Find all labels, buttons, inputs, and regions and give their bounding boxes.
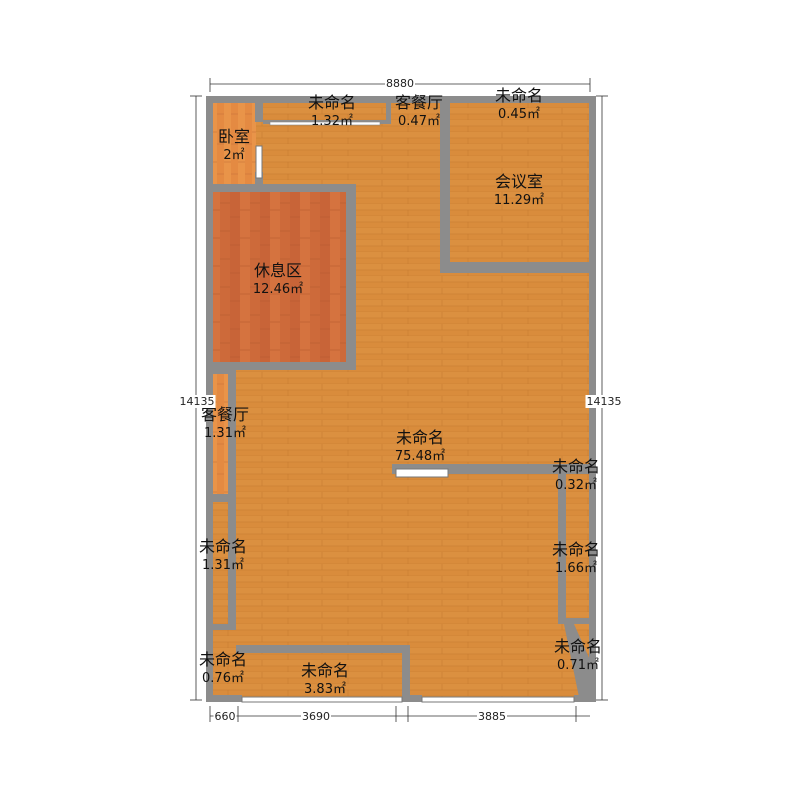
dimension-right-total: 14135 xyxy=(585,395,623,408)
room-area: 0.47㎡ xyxy=(398,114,440,129)
openings xyxy=(241,121,575,703)
room-label-top-dining: 客餐厅 0.47㎡ xyxy=(395,93,443,131)
room-name: 未命名 xyxy=(553,637,603,656)
room-name: 未命名 xyxy=(395,428,444,447)
room-label-right-unnamed-1: 未命名 0.32㎡ xyxy=(552,457,600,495)
room-name: 未命名 xyxy=(307,93,357,112)
room-name: 休息区 xyxy=(253,261,302,280)
room-label-right-unnamed-2: 未命名 1.66㎡ xyxy=(552,540,600,578)
room-area: 1.32㎡ xyxy=(311,114,353,129)
room-name: 未命名 xyxy=(300,661,350,680)
dimension-bottom-3: 3885 xyxy=(477,710,507,723)
dimension-bottom-1: 660 xyxy=(213,710,237,723)
room-area: 3.83㎡ xyxy=(304,682,346,697)
dimension-bottom-2: 3690 xyxy=(301,710,331,723)
room-label-main-hall: 未命名 75.48㎡ xyxy=(395,428,445,466)
room-area: 0.71㎡ xyxy=(557,658,599,673)
room-label-top-unnamed: 未命名 1.32㎡ xyxy=(308,93,356,131)
room-area: 2㎡ xyxy=(223,148,245,163)
room-label-left-unnamed-2: 未命名 0.76㎡ xyxy=(199,650,247,688)
room-label-bedroom: 卧室 2㎡ xyxy=(218,127,250,165)
bedroom-floor xyxy=(212,100,256,184)
room-label-top-right-unnamed: 未命名 0.45㎡ xyxy=(495,86,543,124)
room-area: 0.76㎡ xyxy=(202,671,244,686)
room-area: 0.32㎡ xyxy=(555,478,597,493)
room-name: 客餐厅 xyxy=(394,93,444,112)
room-name: 未命名 xyxy=(198,537,248,556)
room-area: 1.31㎡ xyxy=(202,558,244,573)
room-label-left-unnamed-1: 未命名 1.31㎡ xyxy=(199,537,247,575)
room-label-left-dining: 客餐厅 1.31㎡ xyxy=(201,405,249,443)
rest-area-floor xyxy=(212,192,352,362)
room-area: 1.66㎡ xyxy=(555,561,597,576)
room-area: 11.29㎡ xyxy=(493,193,545,208)
room-name: 卧室 xyxy=(217,127,251,146)
room-name: 未命名 xyxy=(494,86,544,105)
room-area: 12.46㎡ xyxy=(252,282,304,297)
room-area: 75.48㎡ xyxy=(394,449,446,464)
room-area: 0.45㎡ xyxy=(498,107,540,122)
room-name: 未命名 xyxy=(198,650,248,669)
dimension-top-total: 8880 xyxy=(385,77,415,90)
room-label-meeting-room: 会议室 11.29㎡ xyxy=(494,172,544,210)
room-name: 未命名 xyxy=(551,540,601,559)
dimension-left-total: 14135 xyxy=(178,395,216,408)
room-area: 1.31㎡ xyxy=(204,426,246,441)
room-label-bottom-unnamed: 未命名 3.83㎡ xyxy=(301,661,349,699)
room-name: 客餐厅 xyxy=(200,405,250,424)
room-label-right-unnamed-3: 未命名 0.71㎡ xyxy=(554,637,602,675)
room-name: 未命名 xyxy=(551,457,601,476)
room-label-rest-area: 休息区 12.46㎡ xyxy=(253,261,303,299)
room-name: 会议室 xyxy=(494,172,543,191)
